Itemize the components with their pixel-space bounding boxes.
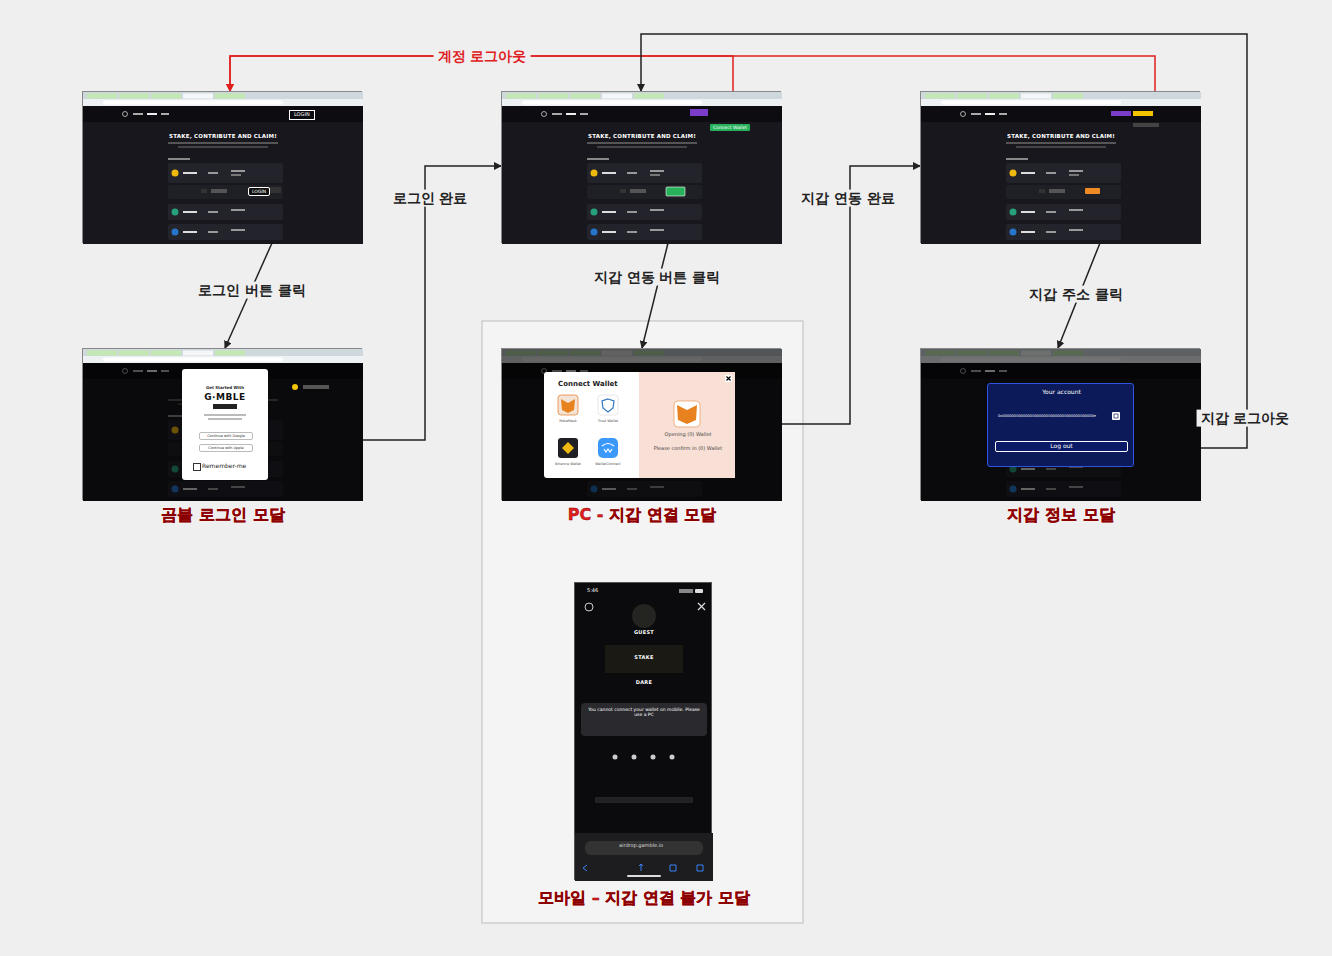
screen-art [83, 92, 363, 248]
edge-label: 지갑 연동 완료 [797, 190, 899, 207]
edge-label: 계정 로그아웃 [434, 48, 531, 65]
ui-text: Get Started With [182, 386, 268, 391]
modal-box: Connect WalletMetaMaskTrust WalletBinanc… [544, 372, 735, 478]
screen-art [988, 384, 1135, 472]
modal-box: Your account 0x00000000000000000000000000… [987, 383, 1134, 467]
modal-box: 모바일 – 지갑 연결 불가 모달5:46GUESTSTAKEDAREairdr… [574, 582, 712, 880]
ui-text: WalletConnect [588, 462, 628, 466]
modal-box: You cannot connect your wallet on mobile… [581, 703, 707, 736]
ui-text: Connect Wallet [558, 380, 618, 388]
ui-text: LOGIN [248, 187, 270, 196]
checkbox [193, 463, 201, 471]
screen-art [502, 92, 782, 248]
ui-text: Trust Wallet [588, 419, 628, 423]
ui-text: Connect Wallet [710, 124, 750, 131]
screen-caption: 곰블 로그인 모달 [63, 506, 383, 524]
edge-label: 지갑 주소 클릭 [1025, 286, 1127, 303]
modal-box: Get Started WithG·MBLE Continue with Goog… [182, 369, 268, 480]
ui-text: 5:46 [587, 588, 598, 594]
edge-label: 지갑 연동 버튼 클릭 [590, 269, 725, 286]
ui-text: MetaMask [548, 419, 588, 423]
ui-text: LOGIN [289, 110, 315, 120]
edge-label: 로그인 완료 [389, 190, 472, 207]
screen-caption: 지갑 정보 모달 [901, 506, 1221, 524]
edge-label: 지갑 로그아웃 [1197, 410, 1294, 427]
screenshot-box: 곰블 로그인 모달Get Started WithG·MBLEContinue … [82, 348, 362, 500]
ui-text: You cannot connect your wallet on mobile… [585, 707, 703, 717]
group-panel [482, 321, 803, 923]
ui-text: airdrop.gamble.io [619, 843, 699, 849]
edge-label: 로그인 버튼 클릭 [194, 282, 310, 299]
ui-text: STAKE, CONTRIBUTE AND CLAIM! [921, 133, 1201, 139]
ui-text: G·MBLE [182, 392, 268, 402]
screenshot-box: LOGIN STAKE, CONTRIBUTE AND CLAIM! LOGIN [82, 91, 362, 243]
ui-text: Please confirm in (0) Wallet [641, 446, 735, 452]
flow-connector [642, 243, 668, 348]
flow-connector [781, 166, 920, 424]
ui-text: DARE [575, 680, 713, 686]
screenshot-box: 지갑 정보 모달Your account0x000000000000000000… [920, 348, 1200, 500]
ui-text: Opening (0) Wallet [641, 432, 735, 438]
ui-text: 0x00000000000000000000000000000000000000… [998, 414, 1096, 418]
screenshot-box: STAKE, CONTRIBUTE AND CLAIM! [920, 91, 1200, 243]
ui-text: Binance Wallet [548, 462, 588, 466]
ui-text: Remember-me [193, 463, 246, 470]
flow-connector [362, 166, 501, 440]
ui-text: Continue with Apple [199, 444, 253, 452]
ui-text: Continue with Google [199, 432, 253, 440]
ui-text: STAKE, CONTRIBUTE AND CLAIM! [502, 133, 782, 139]
screenshot-box: PC - 지갑 연결 모달Connect WalletMetaMaskTrust… [501, 348, 781, 500]
flow-connector [230, 56, 1155, 91]
screenshot-box: Connect WalletSTAKE, CONTRIBUTE AND CLAI… [501, 91, 781, 243]
screen-art [921, 92, 1201, 248]
ui-text: STAKE, CONTRIBUTE AND CLAIM! [83, 133, 363, 139]
screen-caption: 모바일 – 지갑 연결 불가 모달 [525, 889, 763, 907]
ui-text: GUEST [575, 630, 713, 636]
ui-text: Log out [995, 441, 1128, 452]
ui-text: STAKE [575, 655, 713, 661]
ui-text: Your account [988, 389, 1135, 396]
screen-caption: PC - 지갑 연결 모달 [482, 506, 802, 524]
